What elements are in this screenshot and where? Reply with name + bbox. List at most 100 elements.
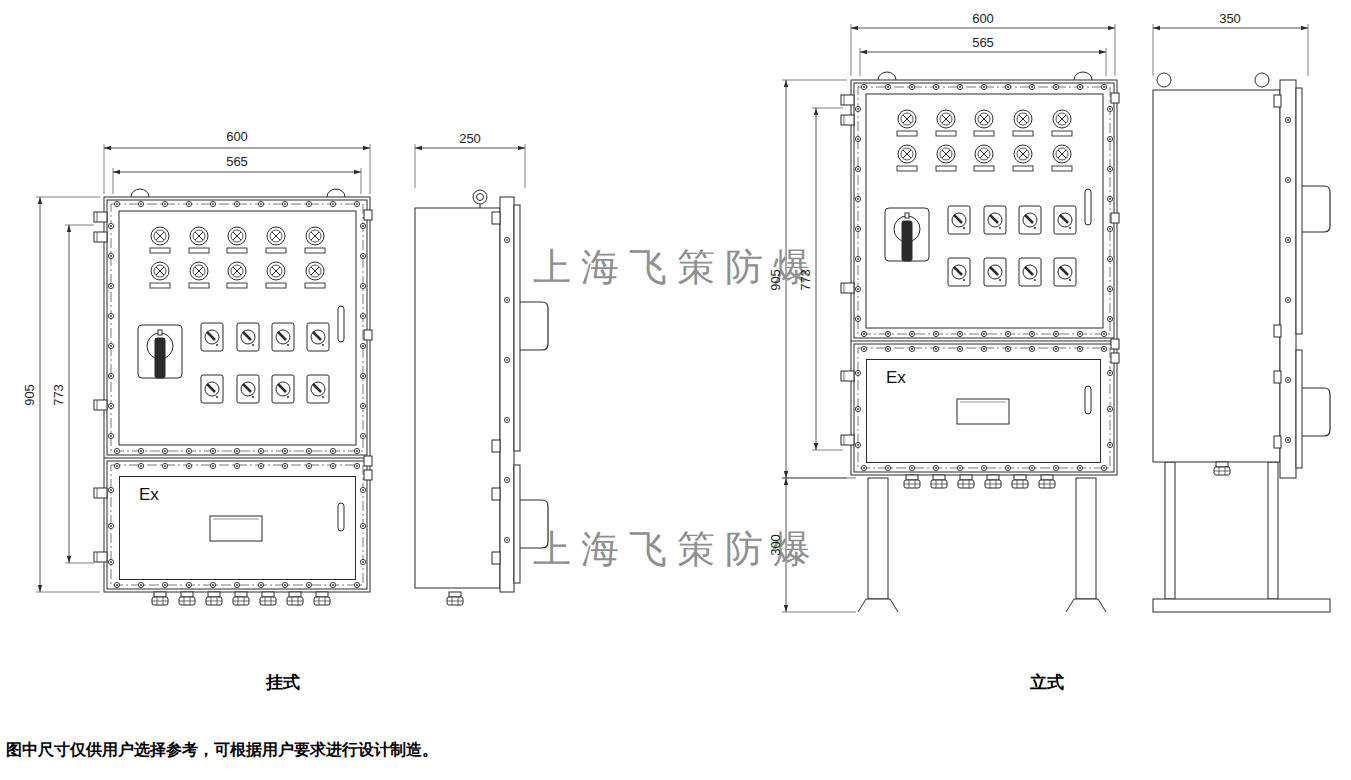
bolt [504, 537, 509, 542]
name-plate [957, 399, 1009, 424]
bolt-center [236, 465, 238, 467]
dimension-arrow [363, 146, 370, 150]
cable-gland-nut [260, 597, 276, 605]
switch-dot [322, 344, 324, 346]
control-switch [948, 206, 970, 234]
bolt-center [260, 584, 262, 586]
bolt [258, 448, 263, 453]
bolt [1101, 84, 1106, 89]
indicator-lens [193, 265, 205, 277]
control-switch [1054, 258, 1076, 286]
cable-gland [154, 592, 166, 597]
bolt [1107, 136, 1112, 141]
bolt-center [863, 86, 865, 88]
bolt-center [362, 561, 364, 563]
gland-line [1219, 467, 1220, 475]
bolt [855, 196, 860, 201]
bolt-center [506, 299, 508, 301]
bolt [360, 223, 365, 228]
bolt [1285, 297, 1290, 302]
bolt-center [959, 86, 961, 88]
lamp-plate [150, 283, 170, 288]
door-hinge [94, 488, 107, 498]
bolt-center [212, 450, 214, 452]
indicator-lens [309, 265, 321, 277]
bolt-center [140, 465, 142, 467]
switch-handle [243, 384, 251, 392]
indicator-lens [1017, 148, 1029, 160]
bolt-center [1287, 119, 1289, 121]
dimension-arrow [1153, 26, 1160, 30]
door-handle-slot [1085, 189, 1091, 225]
bolt [1101, 465, 1106, 470]
bolt [186, 448, 191, 453]
cable-gland-nut [287, 597, 303, 605]
control-switch [272, 375, 294, 403]
switch-knob [276, 330, 290, 344]
lamp-plate [1052, 166, 1072, 171]
lamp-cross [980, 150, 988, 158]
indicator-lamp [267, 262, 285, 280]
switch-knob [311, 330, 325, 344]
bolt [855, 442, 860, 447]
lamp-plate [1013, 131, 1033, 136]
switch-handle [1025, 215, 1033, 223]
bolt-center [1287, 379, 1289, 381]
switch-knob [205, 330, 219, 344]
door-hinge [1274, 325, 1281, 337]
lamp-cross [311, 267, 319, 275]
bolt [108, 343, 113, 348]
switch-knob [241, 330, 255, 344]
cable-gland [208, 592, 220, 597]
bolt-center [1031, 86, 1033, 88]
cable-gland [181, 592, 193, 597]
front-view [94, 189, 372, 605]
switch-handle [1025, 267, 1033, 275]
bolt-center [857, 258, 859, 260]
bolt-center [1287, 299, 1289, 301]
switch-handle [990, 267, 998, 275]
bolt [330, 582, 335, 587]
bolt-center [1103, 86, 1105, 88]
bolt [234, 582, 239, 587]
control-switch [1054, 206, 1076, 234]
hinge-pin [844, 95, 845, 105]
lamp-cross [272, 232, 280, 240]
dimension-arrow [38, 197, 42, 204]
switch-dot [216, 344, 218, 346]
gland-line [244, 597, 245, 605]
lamp-cross [195, 232, 203, 240]
bolt [957, 465, 962, 470]
dimension-text: 350 [1219, 12, 1241, 26]
bolt [108, 253, 113, 258]
lamp-cross [980, 115, 988, 123]
bolt-center [1031, 467, 1033, 469]
lamp-cross [1019, 150, 1027, 158]
bolt-center [284, 465, 286, 467]
bolt [1005, 346, 1010, 351]
indicator-lens [309, 230, 321, 242]
switch-dot [963, 279, 965, 281]
control-switch [1019, 206, 1041, 234]
gland-line [1012, 484, 1028, 485]
switch-dot [999, 227, 1001, 229]
bolt-center [164, 450, 166, 452]
bolt [504, 417, 509, 422]
gland-line [909, 480, 910, 488]
indicator-lens [978, 148, 990, 160]
gland-line [458, 597, 459, 605]
bolt [108, 433, 113, 438]
main-switch-mark [905, 213, 909, 218]
bolt [330, 448, 335, 453]
indicator-lamp [267, 227, 285, 245]
bolt [306, 463, 311, 468]
dimension-arrow [784, 605, 788, 612]
gland-line [287, 601, 303, 602]
dimension-text: 905 [769, 269, 783, 291]
bolt-center [1109, 228, 1111, 230]
lamp-cross [1019, 115, 1027, 123]
bolt [360, 373, 365, 378]
lifting-eye [473, 190, 487, 204]
bolt-center [1031, 348, 1033, 350]
upper-flange [854, 83, 1114, 338]
